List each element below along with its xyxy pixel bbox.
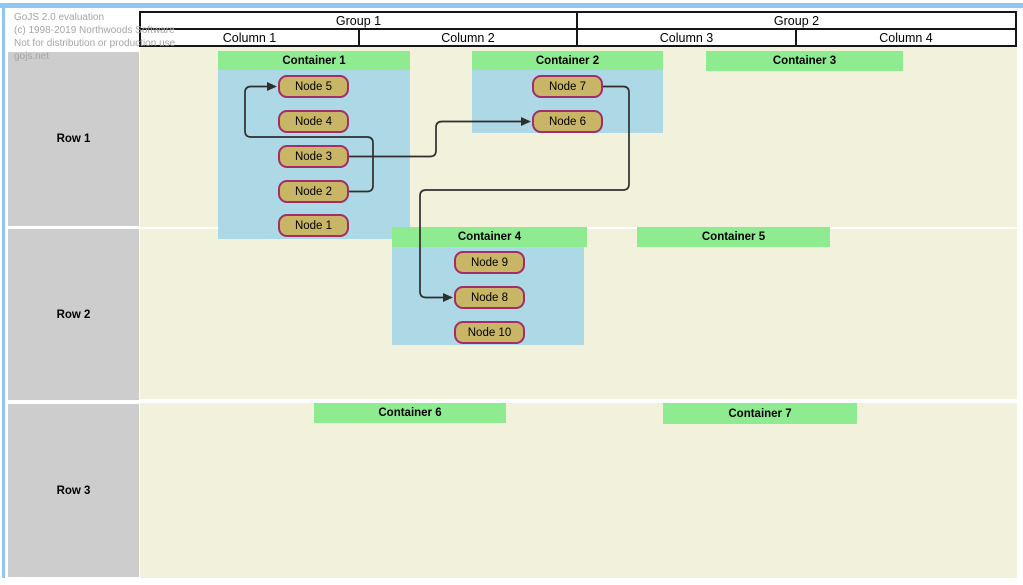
- column-header-column2[interactable]: Column 2: [358, 28, 578, 47]
- node-4[interactable]: Node 4: [278, 110, 349, 133]
- gojs-watermark: GoJS 2.0 evaluation (c) 1998-2019 Northw…: [14, 11, 175, 63]
- node-2[interactable]: Node 2: [278, 180, 349, 203]
- column-header-column3[interactable]: Column 3: [576, 28, 797, 47]
- canvas-border-left: [2, 3, 5, 578]
- row-header-row2[interactable]: Row 2: [8, 229, 139, 400]
- watermark-line: (c) 1998-2019 Northwoods Software: [14, 25, 175, 36]
- node-10[interactable]: Node 10: [454, 321, 525, 344]
- node-3[interactable]: Node 3: [278, 145, 349, 168]
- container1-header[interactable]: Container 1: [218, 51, 410, 70]
- container6-header[interactable]: Container 6: [314, 403, 506, 423]
- row-header-row3[interactable]: Row 3: [8, 404, 139, 577]
- node-8[interactable]: Node 8: [454, 286, 525, 309]
- container3-header[interactable]: Container 3: [706, 51, 903, 71]
- column-header-column1[interactable]: Column 1: [139, 28, 360, 47]
- container4-header[interactable]: Container 4: [392, 227, 587, 247]
- node-1[interactable]: Node 1: [278, 214, 349, 237]
- node-5[interactable]: Node 5: [278, 75, 349, 98]
- node-7[interactable]: Node 7: [532, 75, 603, 98]
- node-9[interactable]: Node 9: [454, 251, 525, 274]
- column-header-column4[interactable]: Column 4: [795, 28, 1017, 47]
- node-6[interactable]: Node 6: [532, 110, 603, 133]
- row-header-row1[interactable]: Row 1: [8, 52, 139, 226]
- watermark-line: GoJS 2.0 evaluation: [14, 12, 105, 23]
- lane-row3: [140, 403, 1017, 578]
- container2-header[interactable]: Container 2: [472, 51, 663, 70]
- canvas-border-top: [0, 3, 1023, 8]
- watermark-line: Not for distribution or production use: [14, 38, 176, 49]
- container7-header[interactable]: Container 7: [663, 403, 857, 424]
- watermark-link: gojs.net: [14, 51, 50, 62]
- container5-header[interactable]: Container 5: [637, 227, 830, 247]
